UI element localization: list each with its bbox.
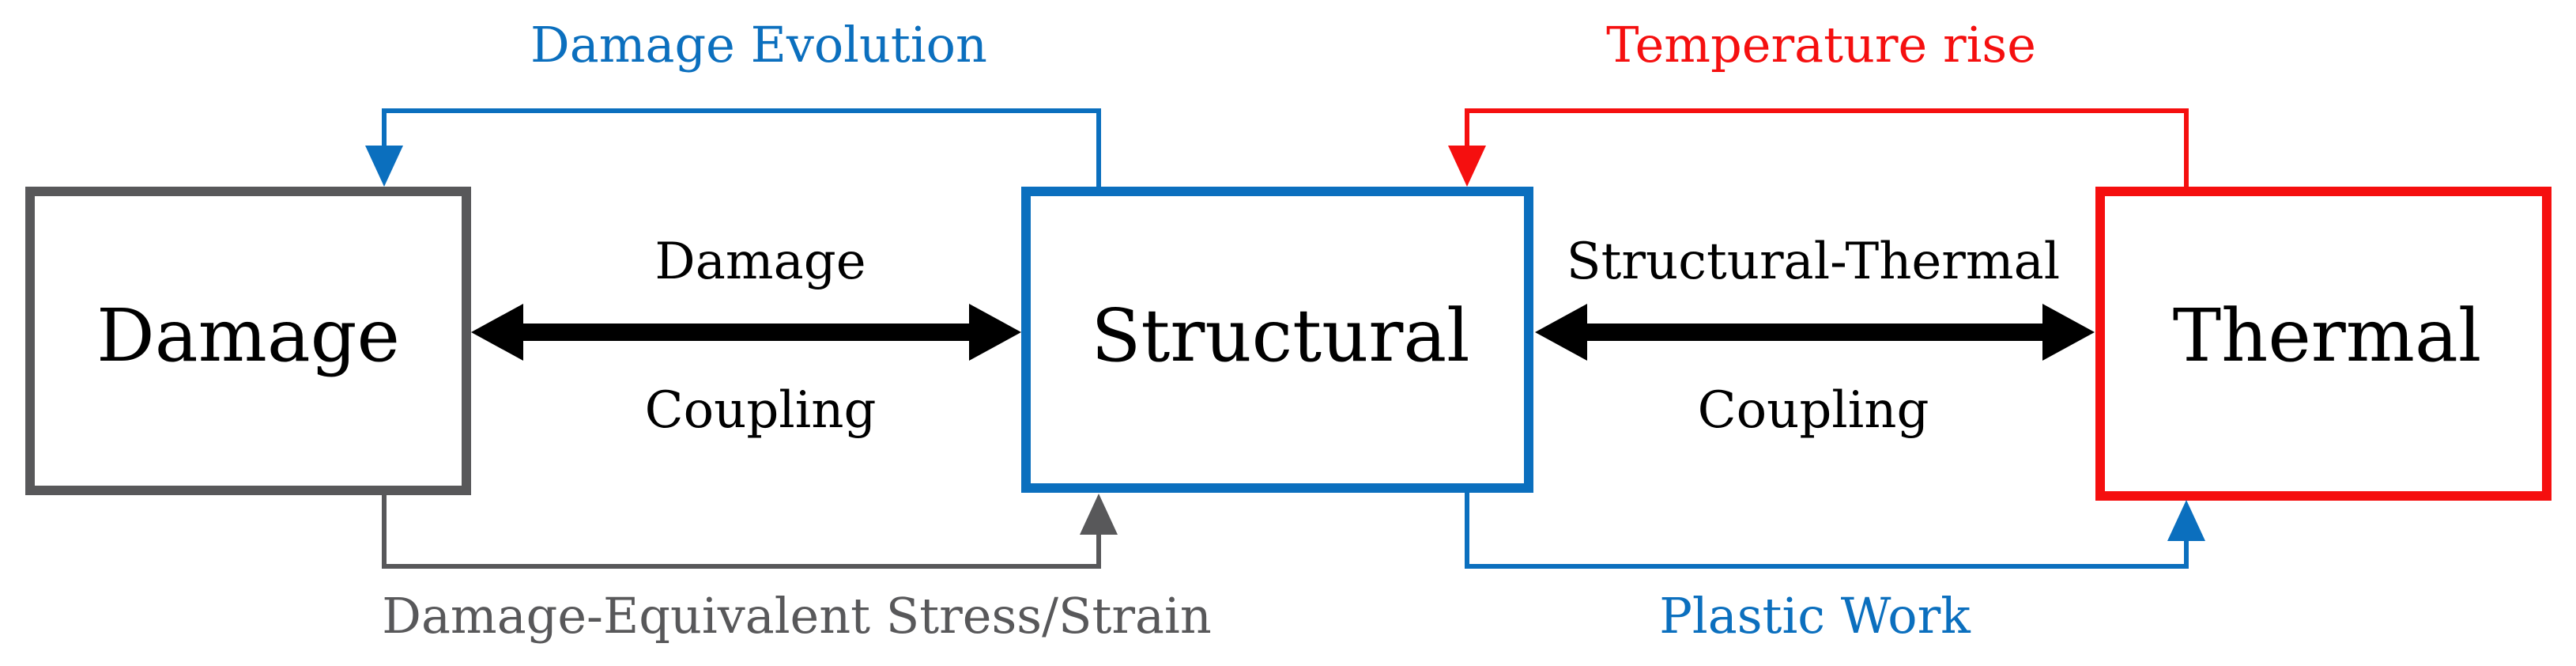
thermal-box-label: Thermal <box>2173 293 2482 378</box>
structural-thermal-coupling-label-line1: Structural-Thermal <box>1567 233 2060 291</box>
damage-box-label: Damage <box>96 293 400 378</box>
structural-thermal-coupling-arrow <box>1535 304 2095 361</box>
thermal-box <box>2095 187 2551 501</box>
plastic-work-label: Plastic Work <box>1659 587 1971 645</box>
damage-coupling-label-line1: Damage <box>654 233 866 291</box>
damage-equivalent-arrow <box>382 494 1118 569</box>
structural-box <box>1021 187 1533 493</box>
damage-evolution-label: Damage Evolution <box>530 16 987 74</box>
damage-coupling-label-line2: Coupling <box>645 381 877 440</box>
damage-structural-coupling-arrow <box>471 304 1021 361</box>
temperature-rise-label: Temperature rise <box>1606 16 2036 74</box>
damage-box <box>25 187 471 495</box>
plastic-work-arrow <box>1465 493 2205 569</box>
temperature-rise-arrow <box>1448 108 2189 187</box>
damage-equivalent-label: Damage-Equivalent Stress/Strain <box>382 587 1212 645</box>
structural-thermal-coupling-label-line2: Coupling <box>1698 381 1929 440</box>
damage-evolution-arrow <box>365 108 1101 187</box>
structural-box-label: Structural <box>1091 293 1469 378</box>
